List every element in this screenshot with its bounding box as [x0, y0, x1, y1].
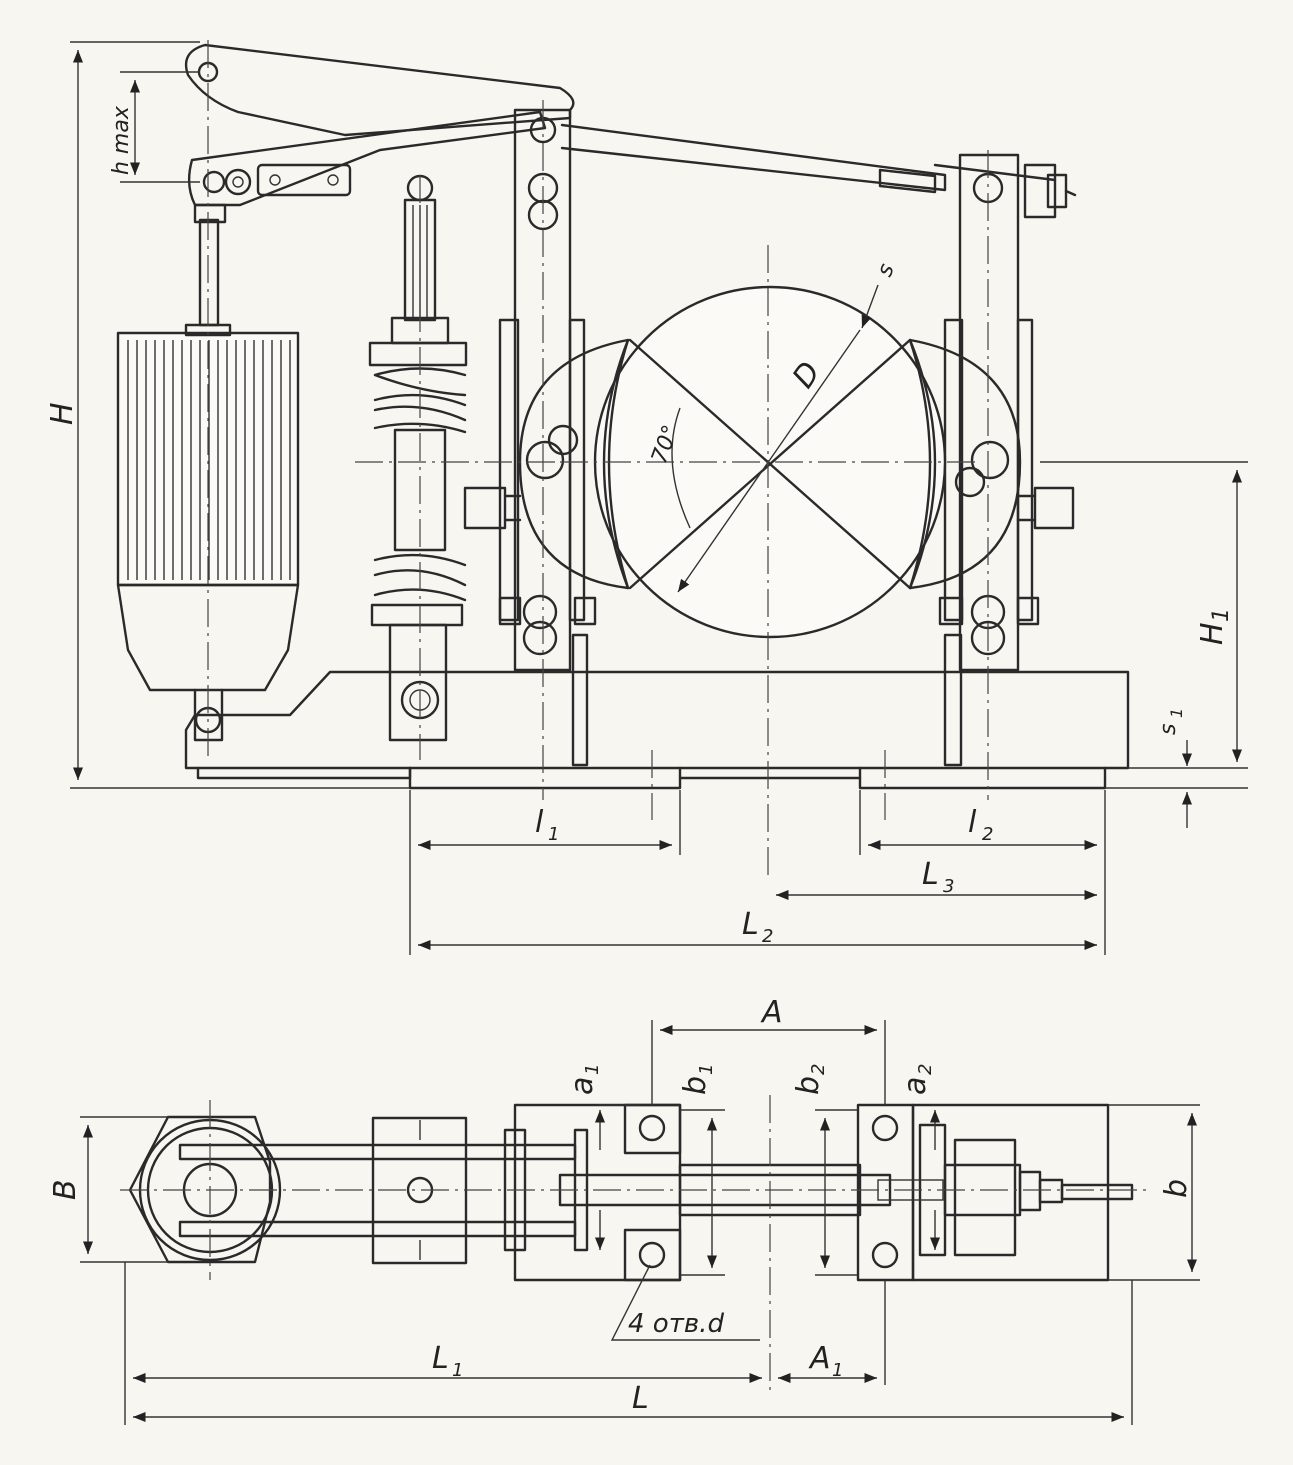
label-H1-sub: 1 — [1209, 608, 1234, 622]
label-b2: b — [791, 1076, 826, 1095]
label-l2: l — [968, 805, 977, 840]
label-b2-sub: 2 — [808, 1064, 829, 1075]
center-lines — [207, 40, 989, 880]
top-view: A a 1 b 1 b 2 a 2 B b 4 отв.d L 1 A 1 L — [48, 995, 1200, 1425]
top-center-lines — [120, 1095, 1150, 1390]
label-h-max: h max — [109, 105, 134, 175]
label-a2-sub: 2 — [915, 1064, 936, 1075]
top-right-arm — [856, 1103, 1134, 1282]
holes-note: 4 отв.d — [628, 1309, 724, 1339]
label-l2-sub: 2 — [982, 824, 993, 845]
label-B: B — [48, 1179, 83, 1200]
label-a2: a — [898, 1077, 933, 1095]
label-L1-sub: 1 — [452, 1360, 463, 1381]
lever-system — [184, 43, 1077, 224]
front-labels: H h max H 1 s 1 s D 70° l 1 l 2 L 3 L 2 — [45, 105, 1234, 947]
label-L2: L — [742, 907, 759, 942]
top-labels: A a 1 b 1 b 2 a 2 B b 4 отв.d L 1 A 1 L — [48, 995, 1194, 1416]
label-a1: a — [565, 1077, 600, 1095]
label-l1: l — [535, 805, 544, 840]
label-b1: b — [678, 1076, 713, 1095]
label-H1: H — [1195, 622, 1230, 645]
label-a1-sub: 1 — [582, 1064, 603, 1075]
label-L: L — [632, 1381, 649, 1416]
label-L1: L — [432, 1341, 449, 1376]
spring-assembly — [368, 174, 468, 742]
label-H: H — [45, 402, 80, 425]
label-l1-sub: 1 — [548, 824, 559, 845]
left-brake-arm — [463, 108, 597, 767]
label-A: A — [760, 995, 783, 1030]
label-b1-sub: 1 — [696, 1064, 717, 1075]
front-view: H h max H 1 s 1 s D 70° l 1 l 2 L 3 L 2 — [45, 40, 1248, 955]
label-b: b — [1159, 1179, 1194, 1198]
right-brake-arm — [938, 153, 1075, 767]
label-L3: L — [922, 857, 939, 892]
top-left-arm — [503, 1103, 892, 1282]
label-L2-sub: 2 — [762, 926, 773, 947]
label-L3-sub: 3 — [943, 876, 954, 897]
label-s1-sub: 1 — [1167, 708, 1186, 718]
base-frame — [184, 670, 1130, 790]
top-dimensions — [80, 1020, 1200, 1425]
label-A1-sub: 1 — [832, 1360, 843, 1381]
label-s1: s — [1156, 724, 1181, 735]
label-s: s — [872, 260, 899, 280]
brake-drum — [518, 284, 1022, 639]
front-dimensions — [70, 41, 1248, 955]
label-A1: A — [808, 1341, 831, 1376]
